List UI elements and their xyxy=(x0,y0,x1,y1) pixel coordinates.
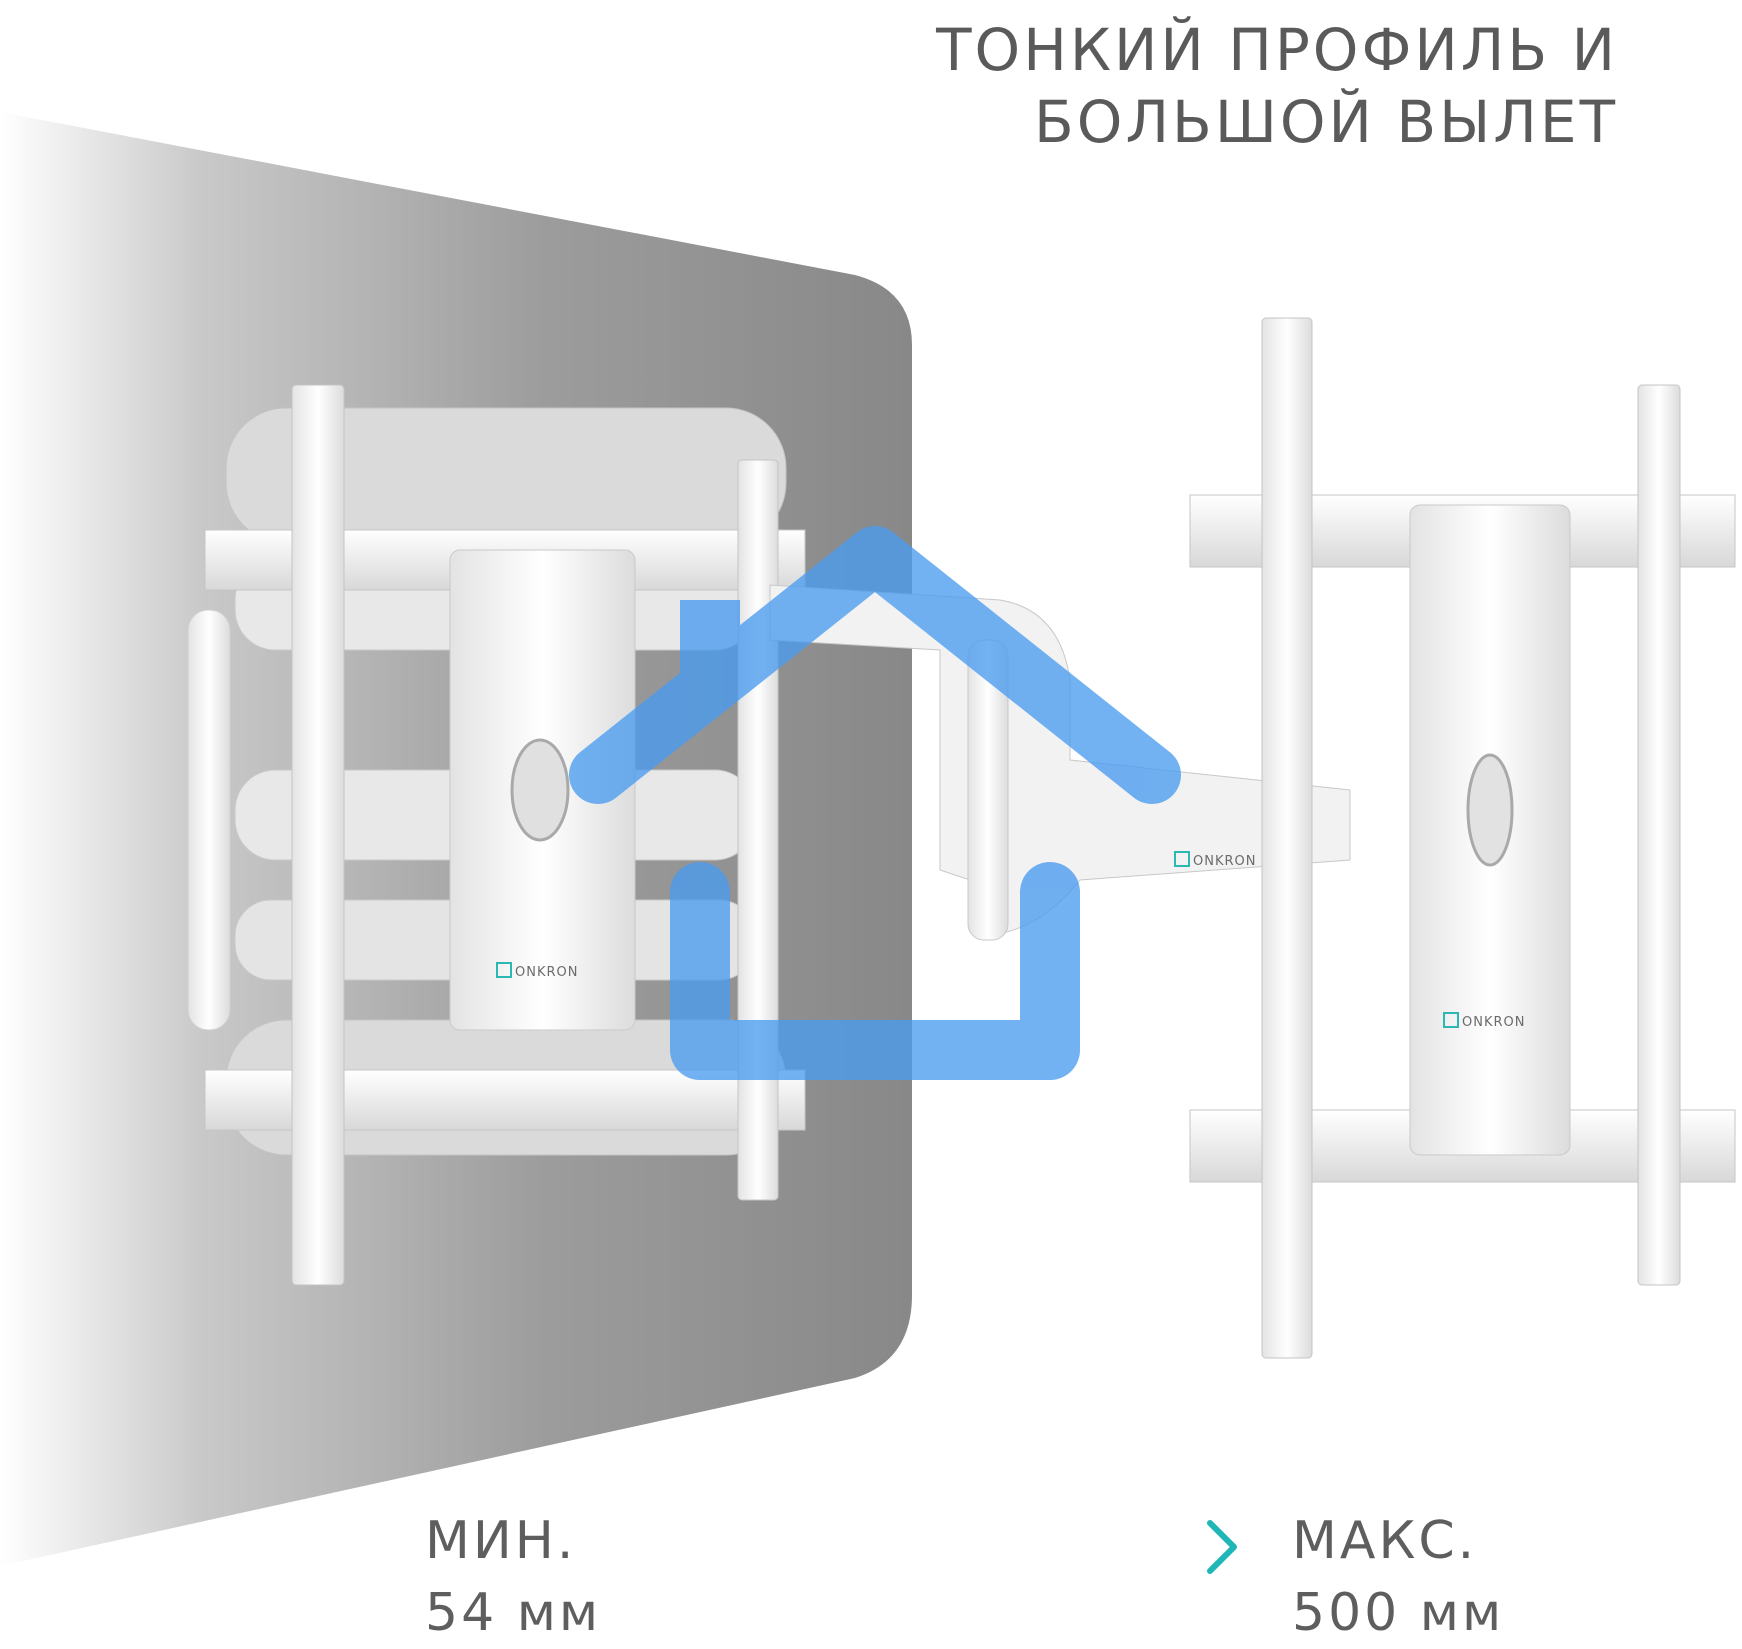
house-icon xyxy=(569,526,1181,1080)
min-depth: МИН. 54 мм xyxy=(425,1505,601,1649)
headline: ТОНКИЙ ПРОФИЛЬ И БОЛЬШОЙ ВЫЛЕТ xyxy=(936,14,1618,158)
svg-text:ONKRON: ONKRON xyxy=(1193,854,1256,869)
extended-mount: ONKRON xyxy=(1189,317,1736,1359)
folded-mount: ONKRON xyxy=(187,384,806,1286)
max-depth: МАКС. 500 мм xyxy=(1292,1505,1504,1649)
onkron-logo: ONKRON xyxy=(496,962,578,980)
min-depth-label: МИН. xyxy=(425,1511,577,1571)
max-depth-label: МАКС. xyxy=(1292,1511,1478,1571)
extension-arm: ONKRON xyxy=(769,584,1351,941)
arrow-right-icon xyxy=(633,1520,1237,1574)
max-depth-value: 500 мм xyxy=(1292,1583,1505,1643)
onkron-logo: ONKRON xyxy=(1174,851,1256,869)
headline-line-2: БОЛЬШОЙ ВЫЛЕТ xyxy=(1034,88,1618,156)
svg-text:ONKRON: ONKRON xyxy=(1462,1015,1525,1030)
onkron-logo: ONKRON xyxy=(1443,1012,1525,1030)
min-depth-value: 54 мм xyxy=(425,1583,602,1643)
svg-text:ONKRON: ONKRON xyxy=(515,965,578,980)
headline-line-1: ТОНКИЙ ПРОФИЛЬ И xyxy=(936,16,1618,84)
